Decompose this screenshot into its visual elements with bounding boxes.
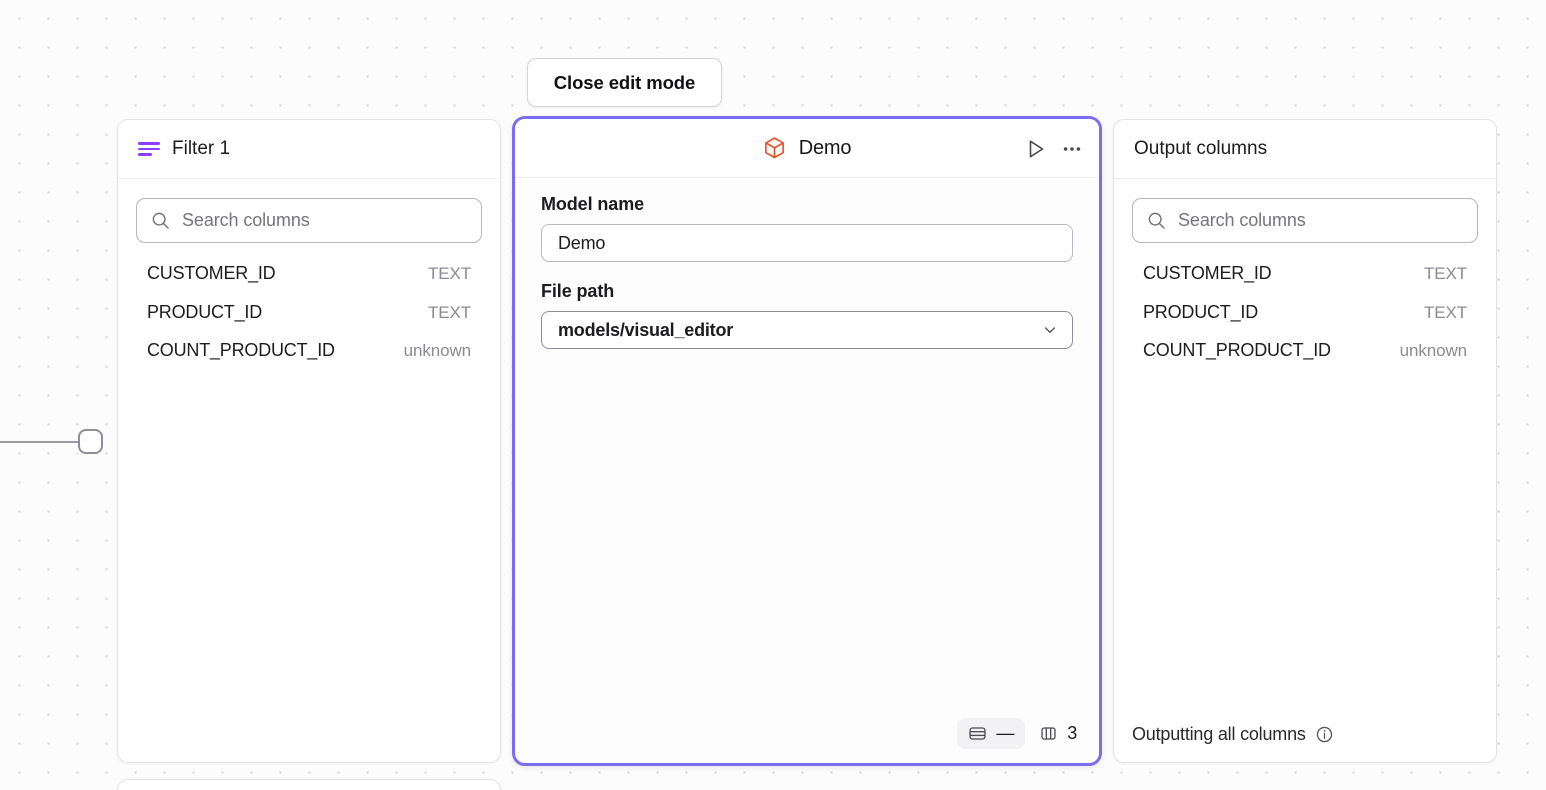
- chevron-down-icon: [1042, 322, 1058, 338]
- output-column-list: CUSTOMER_ID TEXT PRODUCT_ID TEXT COUNT_P…: [1132, 263, 1478, 379]
- filter-search-placeholder: Search columns: [182, 210, 310, 230]
- row-count-pill[interactable]: —: [957, 717, 1026, 749]
- output-panel-header: Output columns: [1114, 120, 1496, 179]
- file-path-value: models/visual_editor: [558, 319, 734, 340]
- model-panel-footer: — 3: [515, 707, 1099, 763]
- filter-column-list: CUSTOMER_ID TEXT PRODUCT_ID TEXT COUNT_P…: [136, 263, 482, 379]
- play-icon[interactable]: [1025, 138, 1047, 160]
- flow-edge: [0, 441, 84, 443]
- column-name: CUSTOMER_ID: [1143, 263, 1272, 283]
- output-columns-panel[interactable]: Output columns Search columns CUSTOMER_I…: [1113, 119, 1497, 763]
- file-path-label: File path: [541, 281, 615, 301]
- rows-icon: [968, 724, 987, 743]
- column-name: COUNT_PRODUCT_ID: [147, 340, 335, 360]
- filter-node-panel[interactable]: Filter 1 Search columns CUSTOMER_ID TEXT: [117, 119, 501, 763]
- table-row[interactable]: COUNT_PRODUCT_ID unknown: [1132, 340, 1478, 379]
- filter-panel-header: Filter 1: [118, 120, 500, 179]
- close-edit-mode-button[interactable]: Close edit mode: [527, 58, 722, 107]
- search-icon: [151, 211, 170, 230]
- next-node-panel-partial[interactable]: [117, 779, 501, 790]
- column-name: CUSTOMER_ID: [147, 263, 276, 283]
- filter-search-input[interactable]: Search columns: [136, 198, 482, 243]
- column-name: PRODUCT_ID: [147, 301, 263, 322]
- table-row[interactable]: PRODUCT_ID TEXT: [136, 302, 482, 341]
- table-row[interactable]: PRODUCT_ID TEXT: [1132, 302, 1478, 341]
- table-row[interactable]: CUSTOMER_ID TEXT: [1132, 263, 1478, 302]
- output-footer-text: Outputting all columns: [1132, 723, 1306, 744]
- model-header-actions: [1025, 119, 1083, 178]
- column-type: TEXT: [1423, 264, 1467, 283]
- info-icon[interactable]: [1315, 725, 1334, 744]
- columns-icon: [1039, 724, 1058, 743]
- column-type: unknown: [403, 341, 471, 360]
- ellipsis-icon[interactable]: [1061, 138, 1083, 160]
- model-node-panel[interactable]: Demo Model name Demo Fi: [512, 116, 1102, 766]
- filter-icon: [138, 142, 160, 156]
- cube-icon: [763, 136, 786, 160]
- model-name-input[interactable]: Demo: [541, 224, 1073, 262]
- output-search-placeholder: Search columns: [1178, 210, 1306, 230]
- model-panel-body: Model name Demo File path models/visual_…: [515, 178, 1099, 707]
- model-panel-header: Demo: [515, 119, 1099, 178]
- column-name: COUNT_PRODUCT_ID: [1143, 340, 1331, 360]
- column-count-value: 3: [1067, 722, 1077, 743]
- model-panel-title: Demo: [798, 136, 852, 159]
- filter-panel-title: Filter 1: [172, 138, 231, 159]
- model-name-label: Model name: [541, 194, 645, 214]
- flow-edge-handle[interactable]: [78, 429, 103, 454]
- output-search-input[interactable]: Search columns: [1132, 198, 1478, 243]
- search-icon: [1147, 211, 1166, 230]
- column-type: unknown: [1399, 341, 1467, 360]
- column-count-group[interactable]: 3: [1039, 723, 1077, 744]
- file-path-select[interactable]: models/visual_editor: [541, 311, 1073, 349]
- column-type: TEXT: [1423, 302, 1467, 322]
- output-panel-footer: Outputting all columns: [1114, 706, 1496, 762]
- table-row[interactable]: CUSTOMER_ID TEXT: [136, 263, 482, 302]
- table-row[interactable]: COUNT_PRODUCT_ID unknown: [136, 340, 482, 379]
- column-name: PRODUCT_ID: [1143, 301, 1259, 322]
- column-type: TEXT: [427, 302, 471, 322]
- output-panel-body: Search columns CUSTOMER_ID TEXT PRODUCT_…: [1114, 179, 1496, 706]
- filter-panel-body: Search columns CUSTOMER_ID TEXT PRODUCT_…: [118, 179, 500, 762]
- row-count-value: —: [996, 722, 1015, 743]
- column-type: TEXT: [427, 264, 471, 283]
- output-panel-title: Output columns: [1134, 138, 1268, 159]
